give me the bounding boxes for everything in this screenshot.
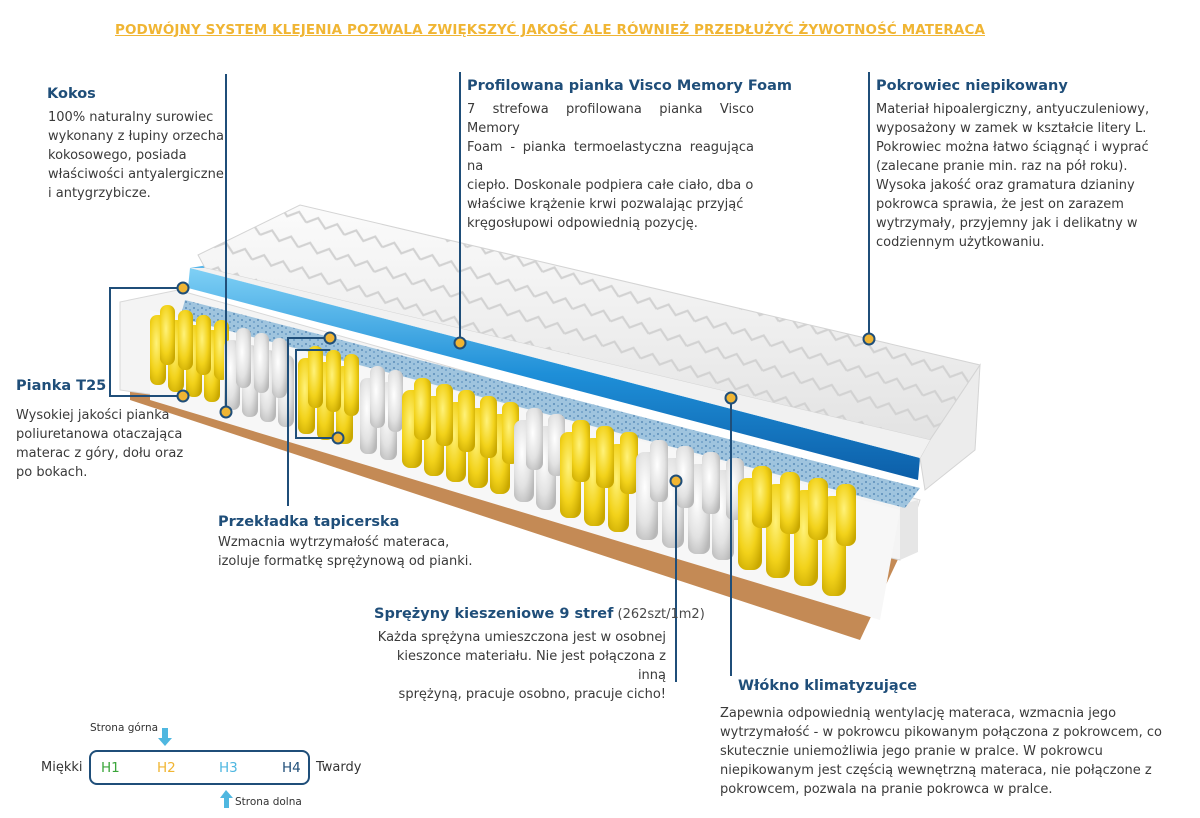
- bottom-side-label: Strona dolna: [235, 796, 302, 808]
- sprezyny-line: sprężyną, pracuje osobno, pracuje cicho!: [398, 687, 666, 702]
- pianka-line: po bokach.: [16, 465, 88, 480]
- pokrowiec-line: Pokrowiec można łatwo ściągnąć i wyprać: [876, 140, 1149, 155]
- pokrowiec-line: Wysoka jakość oraz gramatura dzianiny: [876, 178, 1135, 193]
- wlokno-line: niepikowanym jest częścią wewnętrzną mat…: [720, 763, 1152, 778]
- headline: PODWÓJNY SYSTEM KLEJENIA POZWALA ZWIĘKSZ…: [114, 22, 986, 38]
- pokrowiec-line: codziennym użytkowaniu.: [876, 235, 1045, 250]
- soft-label: Miękki: [41, 760, 83, 775]
- hardness-h1: H1: [101, 760, 120, 776]
- pokrowiec-line: pokrowca sprawia, że jest on zarazem: [876, 197, 1124, 212]
- visco-title: Profilowana pianka Visco Memory Foam: [467, 78, 793, 94]
- pianka-line: materac z góry, dołu oraz: [16, 446, 184, 461]
- kokos-line: kokosowego, posiada: [48, 148, 187, 163]
- wlokno-text: Zapewnia odpowiednią wentylację materaca…: [720, 704, 1170, 799]
- arrow-up-icon: [220, 790, 233, 808]
- visco-line: ciepło. Doskonale podpiera całe ciało, d…: [467, 178, 754, 193]
- pokrowiec-title: Pokrowiec niepikowany: [876, 78, 1068, 94]
- kokos-line: właściwości antyalergiczne: [48, 167, 224, 182]
- pokrowiec-line: (zalecane pranie min. raz na pół roku).: [876, 159, 1128, 174]
- hard-label: Twardy: [316, 760, 362, 775]
- pocket-springs: [150, 305, 856, 596]
- kokos-line: wykonany z łupiny orzecha: [48, 129, 224, 144]
- przekladka-line: izoluje formatkę sprężynową od pianki.: [218, 554, 473, 569]
- pokrowiec-text: Materiał hipoalergiczny, antyuczuleniowy…: [876, 100, 1166, 252]
- pokrowiec-line: Materiał hipoalergiczny, antyuczuleniowy…: [876, 102, 1150, 117]
- wlokno-line: pokrowcem, pozwala na pranie pokrowca w …: [720, 782, 1053, 797]
- sprezyny-text: Każda sprężyna umieszczona jest w osobne…: [366, 628, 666, 704]
- sprezyny-title-text: Sprężyny kieszeniowe 9 stref: [374, 606, 614, 622]
- przekladka-text: Wzmacnia wytrzymałość materaca, izoluje …: [218, 533, 518, 571]
- hardness-scale: [89, 750, 310, 785]
- pokrowiec-line: wytrzymały, przyjemny jak i delikatny w: [876, 216, 1138, 231]
- visco-line: kręgosłupowi odpowiednią pozycję.: [467, 216, 698, 231]
- hardness-h3: H3: [219, 760, 238, 776]
- sprezyny-line: kieszonce materiału. Nie jest połączona …: [396, 649, 666, 683]
- wlokno-title: Włókno klimatyzujące: [738, 678, 918, 694]
- hardness-h2: H2: [157, 760, 176, 776]
- visco-line: Foam - pianka termoelastyczna reagująca …: [467, 140, 754, 174]
- visco-text: 7 strefowa profilowana pianka Visco Memo…: [467, 100, 754, 233]
- pianka-title: Pianka T25: [16, 378, 107, 394]
- sprezyny-title-note: (262szt/1m2): [613, 607, 705, 622]
- top-side-label: Strona górna: [90, 722, 159, 734]
- pianka-line: Wysokiej jakości pianka: [16, 408, 170, 423]
- visco-layer: [188, 268, 920, 480]
- arrow-down-icon: [158, 728, 172, 746]
- wlokno-line: Zapewnia odpowiednią wentylację materaca…: [720, 706, 1117, 721]
- hardness-h4: H4: [282, 760, 301, 776]
- wlokno-line: skutecznie uniemożliwia jego pranie w pr…: [720, 744, 1103, 759]
- kokos-title: Kokos: [47, 86, 96, 102]
- przekladka-line: Wzmacnia wytrzymałość materaca,: [218, 535, 450, 550]
- kokos-line: 100% naturalny surowiec: [48, 110, 214, 125]
- visco-line: właściwe krążenie krwi pozwalając przyją…: [467, 197, 744, 212]
- pianka-line: poliuretanowa otaczająca: [16, 427, 183, 442]
- fibre-layer: [180, 300, 920, 508]
- pokrowiec-line: wyposażony w zamek w kształcie litery L.: [876, 121, 1147, 136]
- visco-line: 7 strefowa profilowana pianka Visco Memo…: [467, 102, 754, 136]
- kokos-line: i antygrzybicze.: [48, 186, 151, 201]
- sprezyny-line: Każda sprężyna umieszczona jest w osobne…: [377, 630, 666, 645]
- kokos-text: 100% naturalny surowiec wykonany z łupin…: [48, 108, 228, 203]
- sprezyny-title: Sprężyny kieszeniowe 9 stref (262szt/1m2…: [374, 606, 705, 622]
- pianka-text: Wysokiej jakości pianka poliuretanowa ot…: [16, 406, 196, 482]
- wlokno-line: wytrzymałość - w pokrowcu pikowanym połą…: [720, 725, 1162, 740]
- przekladka-title: Przekładka tapicerska: [218, 514, 400, 530]
